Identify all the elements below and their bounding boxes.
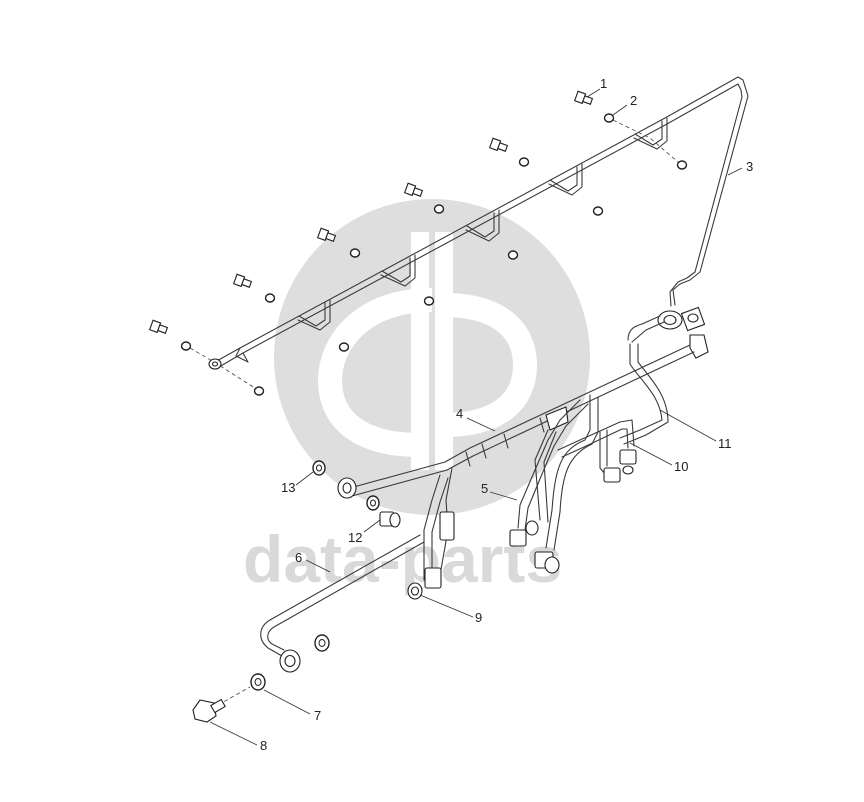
callout-8: 8 [260,738,267,753]
leader-lines [209,88,743,746]
bolt-8 [192,698,226,723]
pipe-11 [619,315,669,445]
callout-12: 12 [348,530,362,545]
callout-labels: 1 2 3 4 5 6 7 8 9 10 11 12 13 [260,76,753,753]
callout-4: 4 [456,406,463,421]
callout-10: 10 [674,459,688,474]
pipe-10 [557,419,637,483]
return-pipe [337,344,695,499]
callout-5: 5 [481,481,488,496]
callout-2: 2 [630,93,637,108]
callout-6: 6 [295,550,302,565]
banjo-bolts [148,90,594,334]
washer-7 [217,634,330,706]
callout-9: 9 [475,610,482,625]
callout-13: 13 [281,480,295,495]
pipe-5 [509,394,599,574]
bolt-12 [379,511,401,528]
watermark-logo [274,199,590,515]
fuel-rail-pipe [214,76,749,368]
sealing-washers-rail [180,113,688,396]
fuel-filter-fitting [657,306,709,359]
rail-banjo-fitting [208,358,222,370]
callout-11: 11 [718,436,732,451]
callout-1: 1 [600,76,607,91]
watermark-text: data-parts [243,522,562,596]
callout-3: 3 [746,159,753,174]
callout-7: 7 [314,708,321,723]
pipe-9 [407,467,455,600]
washer-13 [312,460,380,511]
pipe-6 [260,534,425,673]
